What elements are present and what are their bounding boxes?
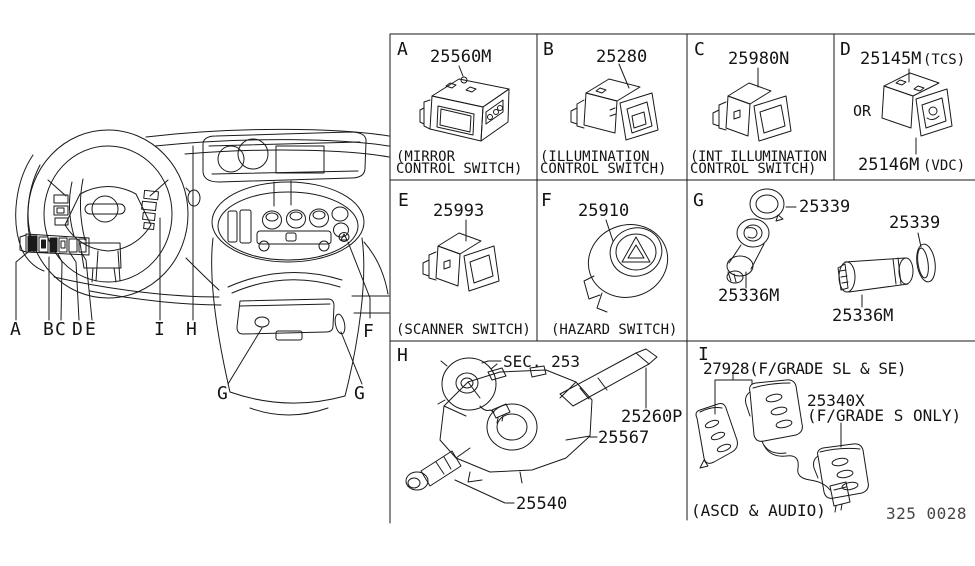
nissan-emblem bbox=[84, 195, 126, 223]
hazard-switch-drawing bbox=[583, 219, 669, 313]
part-number-25260p[interactable]: 25260P bbox=[621, 407, 683, 427]
caption-mirror-line2: CONTROL SWITCH) bbox=[396, 161, 523, 177]
caption-illumination-line2: CONTROL SWITCH) bbox=[540, 161, 667, 177]
caption-ascd-audio: (ASCD & AUDIO) bbox=[691, 501, 826, 520]
part-number-25910[interactable]: 25910 bbox=[578, 201, 630, 221]
part-number-27928[interactable]: 27928(F/GRADE SL & SE) bbox=[703, 359, 907, 378]
section-letter-c: C bbox=[694, 39, 705, 60]
part-number-25336m-left[interactable]: 25336M bbox=[718, 286, 780, 306]
caption-hazard-switch: (HAZARD SWITCH) bbox=[551, 322, 678, 338]
center-console bbox=[211, 180, 365, 416]
power-socket-left bbox=[254, 316, 270, 328]
section-letter-a: A bbox=[397, 39, 408, 60]
steering-switch-bracket bbox=[714, 373, 753, 415]
console-storage-bin bbox=[236, 298, 335, 341]
diagram-code: 325 0028 bbox=[886, 504, 968, 523]
note-f-grade-s-only: (F/GRADE S ONLY) bbox=[807, 406, 962, 425]
lighter-socket-assembly-left bbox=[726, 188, 797, 289]
spiral-cable-drawing bbox=[437, 357, 511, 424]
callout-letter-i: I bbox=[154, 319, 165, 340]
variant-tcs: (TCS) bbox=[923, 52, 966, 68]
variant-vdc: (VDC) bbox=[923, 158, 966, 174]
callout-leader-lines bbox=[15, 145, 371, 385]
part-number-25540[interactable]: 25540 bbox=[516, 494, 568, 514]
grid-lines bbox=[389, 33, 975, 524]
callout-letter-h: H bbox=[186, 319, 197, 340]
section-letter-e: E bbox=[398, 190, 409, 211]
part-number-25339-left[interactable]: 25339 bbox=[799, 197, 851, 217]
wiper-stalk-drawing bbox=[559, 348, 658, 438]
ascd-switch-single-drawing bbox=[813, 422, 869, 499]
caption-illumination-line1: (ILLUMINATION bbox=[540, 149, 650, 165]
section-letter-i: I bbox=[698, 344, 709, 365]
callout-letter-a: A bbox=[10, 319, 21, 340]
section-letter-f: F bbox=[541, 190, 552, 211]
overview-illustration bbox=[15, 128, 390, 416]
part-number-25560m[interactable]: 25560M bbox=[430, 47, 492, 67]
power-socket-right bbox=[334, 313, 346, 335]
dashboard-outline bbox=[15, 128, 390, 314]
or-label: OR bbox=[853, 102, 872, 120]
part-number-25280[interactable]: 25280 bbox=[596, 47, 648, 67]
caption-scanner-switch: (SCANNER SWITCH) bbox=[396, 322, 531, 338]
part-number-25993[interactable]: 25993 bbox=[433, 201, 485, 221]
part-number-25339-right[interactable]: 25339 bbox=[889, 213, 941, 233]
callout-letter-g-right: G bbox=[354, 383, 365, 404]
caption-mirror-line1: (MIRROR bbox=[396, 149, 456, 165]
tcs-vdc-switch-drawing bbox=[881, 68, 953, 155]
callout-letter-c: C bbox=[55, 319, 66, 340]
section-letter-d: D bbox=[840, 39, 851, 60]
lighter-socket-assembly-right bbox=[837, 232, 936, 308]
section-ref-253[interactable]: SEC. 253 bbox=[503, 352, 581, 371]
illumination-control-switch-drawing bbox=[570, 63, 659, 141]
ascd-audio-switch-pair-drawing bbox=[695, 379, 851, 513]
callout-letter-g-left: G bbox=[217, 383, 228, 404]
hazard-button bbox=[338, 232, 350, 242]
section-letter-h: H bbox=[397, 345, 408, 366]
callout-letter-b: B bbox=[43, 319, 54, 340]
caption-int-illumination-line2: CONTROL SWITCH) bbox=[690, 161, 817, 177]
part-number-25567[interactable]: 25567 bbox=[598, 428, 650, 448]
section-letter-g: G bbox=[693, 190, 704, 211]
lighting-stalk-drawing bbox=[405, 450, 515, 504]
instrument-cluster bbox=[202, 131, 367, 183]
audio-slot bbox=[256, 230, 332, 252]
part-number-25980n[interactable]: 25980N bbox=[728, 49, 790, 69]
hvac-knobs bbox=[262, 208, 329, 230]
column-switch-panel bbox=[19, 233, 90, 256]
part-number-25146m[interactable]: 25146M bbox=[858, 155, 920, 175]
section-letter-b: B bbox=[543, 39, 554, 60]
part-number-25340x[interactable]: 25340X bbox=[807, 391, 865, 410]
int-illumination-control-switch-drawing bbox=[712, 67, 792, 142]
callout-letter-f: F bbox=[363, 321, 374, 342]
callout-letter-d: D bbox=[72, 319, 83, 340]
left-spoke-buttons bbox=[53, 194, 69, 226]
steering-column-shroud bbox=[79, 242, 122, 283]
scanner-switch-drawing bbox=[422, 219, 500, 292]
part-number-25145m[interactable]: 25145M bbox=[860, 49, 922, 69]
part-number-25336m-right[interactable]: 25336M bbox=[832, 306, 894, 326]
callout-letter-e: E bbox=[85, 319, 96, 340]
steering-wheel bbox=[27, 129, 189, 299]
ascd-audio-buttons bbox=[141, 189, 160, 231]
mirror-control-switch-drawing bbox=[419, 65, 510, 142]
caption-int-illumination-line1: (INT ILLUMINATION bbox=[690, 149, 827, 165]
combination-switch-drawing bbox=[439, 365, 593, 484]
